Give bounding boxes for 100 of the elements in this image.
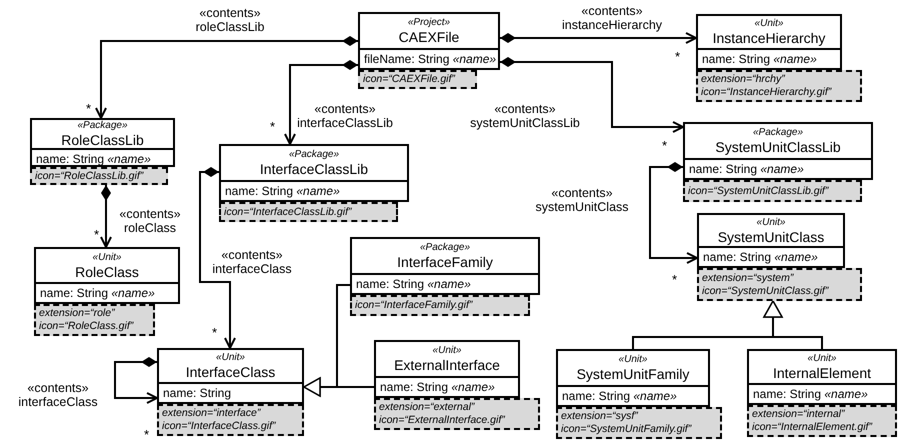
stereotype-label: «Unit» [92,252,122,264]
tagged-value-note [697,268,862,301]
class-box [350,237,540,295]
stereotype-label: «Package» [420,242,470,254]
tagged-value-note [219,202,398,222]
class-box [219,144,409,202]
attribute-text: name: String «name» [356,276,471,292]
multiplicity-label: * [212,326,218,339]
class-box [747,349,897,405]
stereotype-label: «Package» [752,127,804,139]
stereotype-label: «Unit» [432,345,462,357]
tagged-value-note [747,405,897,437]
tagged-value-note [34,304,155,336]
stereotype-label: «Unit» [216,352,245,364]
tagged-value-text: extension=“sysf” [561,410,638,423]
tagged-value-text: icon=“ExternalInterface.gif” [379,414,505,427]
tagged-value-note [696,70,862,102]
edge-label: «contents» interfaceClass [18,381,98,409]
tagged-value-text: icon=“InterfaceClassLib.gif” [224,206,352,218]
tagged-value-text: extension=“external” [379,401,474,414]
class-box [697,213,845,268]
attribute-text: name: String «name» [562,388,677,404]
tagged-value-text: icon=“InstanceHierarchy.gif” [701,86,832,99]
arrow [95,36,358,119]
class-name: InterfaceClassLib [260,161,368,177]
attribute-text: name: String «name» [702,51,817,67]
tagged-value-text: icon=“SystemUnitFamily.gif” [561,423,692,436]
attribute-text: name: String «name» [703,249,818,265]
tagged-value-note [374,398,540,430]
multiplicity-label: * [662,139,668,152]
multiplicity-label: * [270,120,276,133]
stereotype-label: «Unit» [754,18,784,30]
multiplicity-label: * [675,50,680,63]
tagged-value-text: extension=“system” [702,272,794,284]
attribute-text: name: String «name» [753,386,868,402]
stereotype-label: «Unit» [808,353,836,365]
tagged-value-text: icon=“CAEXFile.gif” [363,73,455,86]
class-box [358,12,500,70]
class-name: SystemUnitClass [718,228,824,244]
edge-label: «contents» systemUnitClassLib [470,102,580,130]
class-name: CAEXFile [398,29,460,45]
class-name: InstanceHierarchy [712,30,826,46]
class-name: SystemUnitFamily [576,366,690,382]
tagged-value-text: icon=“RoleClassLib.gif” [35,170,144,182]
class-name: InternalElement [772,365,872,381]
attribute-text: name: String «name» [36,151,151,167]
edge-label: «contents» roleClass [119,207,181,235]
arrow [303,377,374,397]
tagged-value-text: extension=“hrchy” [701,73,785,86]
stereotype-label: «Project» [408,17,450,29]
tagged-value-note [358,70,477,89]
attribute-text: name: String [163,385,232,401]
class-box [34,247,180,304]
attribute-text: name: String «name» [380,379,495,395]
arrow [199,167,236,349]
tagged-value-text: icon=“InterfaceClass.gif” [162,420,276,433]
class-box [374,340,520,398]
attribute-text: fileName: String «name» [364,51,496,67]
arrow [649,162,698,264]
class-name: InterfaceClass [186,364,276,380]
edge-label: «contents» interfaceClassLib [297,102,393,130]
class-box [683,122,873,180]
arrow [284,60,358,145]
arrow [500,32,697,44]
class-name: InterfaceFamily [397,254,493,270]
class-box [157,348,304,404]
tagged-value-text: icon=“RoleClass.gif” [39,320,134,333]
tagged-value-text: icon=“SystemUnitClassLib.gif” [688,184,828,198]
attribute-text: name: String «name» [40,285,155,301]
multiplicity-label: * [672,273,678,286]
arrow [763,300,823,349]
stereotype-label: «Package» [288,149,340,161]
class-name: RoleClassLib [61,132,144,148]
edge-label: «contents» roleClassLib [196,6,264,34]
attribute-text: name: String «name» [225,183,340,199]
multiplicity-label: * [94,228,100,241]
tagged-value-text: extension=“interface” [162,407,260,420]
tagged-value-text: icon=“InternalElement.gif” [752,421,872,434]
tagged-value-text: extension=“internal” [752,408,845,421]
class-box [556,349,710,407]
arrow [500,57,684,133]
tagged-value-text: extension=“role” [39,307,115,320]
arrow [100,185,112,248]
tagged-value-note [683,180,862,202]
tagged-value-note [30,167,168,185]
stereotype-label: «Unit» [618,354,648,366]
class-name: RoleClass [75,264,139,280]
class-name: SystemUnitClassLib [715,139,841,155]
tagged-value-note [556,407,722,439]
tagged-value-text: icon=“InterfaceFamily.gif” [355,299,472,312]
edge-label: «contents» interfaceClass [212,248,292,276]
tagged-value-text: icon=“SystemUnitClass.gif” [702,284,828,298]
class-name: ExternalInterface [394,357,500,373]
attribute-text: name: String «name» [689,161,804,177]
edge-label: «contents» systemUnitClass [535,186,629,214]
class-box [696,14,842,70]
multiplicity-label: * [86,102,92,115]
multiplicity-label: * [144,428,150,441]
arrow [114,357,158,404]
tagged-value-note [157,404,304,436]
